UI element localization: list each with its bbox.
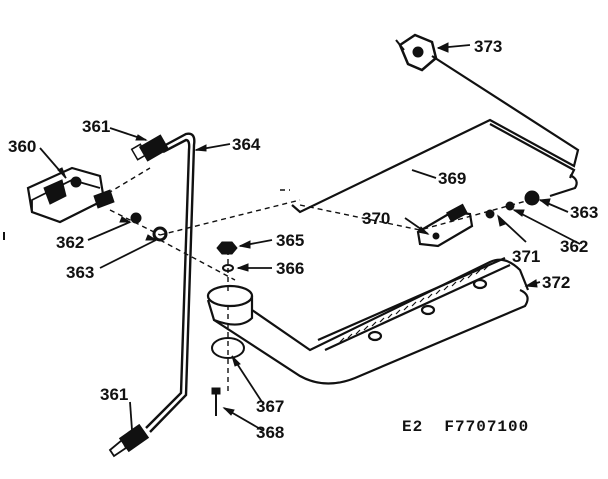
right-small-hardware [485, 190, 540, 219]
thermostat-bulb-clip-icon [395, 33, 438, 72]
callout-labels: 360 361 361 362 362 363 363 364 365 366 … [8, 37, 598, 442]
leader-lines [39, 44, 581, 431]
burner-valve-assembly-icon [26, 166, 115, 224]
gas-tube-icon [145, 132, 196, 433]
label-364: 364 [232, 135, 261, 154]
left-small-hardware [130, 212, 168, 242]
label-363-right: 363 [570, 203, 598, 222]
label-366: 366 [276, 259, 304, 278]
small-nut-right-362-icon [505, 201, 515, 211]
thermocouple-line-icon [291, 55, 580, 214]
label-372: 372 [542, 273, 570, 292]
label-373: 373 [474, 37, 502, 56]
tube-fitting-top-icon [130, 134, 170, 162]
assembly-dashed-lines [99, 167, 531, 395]
leader-arrowheads [57, 42, 551, 416]
tube-fitting-bottom-icon [108, 423, 150, 458]
washer-icon [222, 264, 234, 272]
burner-tube-icon [206, 256, 530, 385]
burner-port-row [339, 265, 489, 343]
label-363-left: 363 [66, 263, 94, 282]
small-nut-left-icon [130, 212, 142, 224]
small-nut-right-371-icon [485, 209, 495, 219]
label-365: 365 [276, 231, 304, 250]
diagram-code: E2 F7707100 [402, 418, 529, 436]
bracket-icon [416, 203, 474, 248]
label-362-left: 362 [56, 233, 84, 252]
label-360: 360 [8, 137, 36, 156]
label-370: 370 [362, 209, 390, 228]
label-369: 369 [438, 169, 466, 188]
label-367: 367 [256, 397, 284, 416]
ferrule-left-icon [152, 226, 168, 242]
label-361-bottom: 361 [100, 385, 128, 404]
label-368: 368 [256, 423, 284, 442]
label-371: 371 [512, 247, 540, 266]
screw-icon [211, 387, 221, 416]
ferrule-right-icon [524, 190, 540, 206]
spacer-icon [211, 337, 245, 359]
hex-nut-icon [216, 241, 238, 255]
label-361-top: 361 [82, 117, 110, 136]
label-362-right: 362 [560, 237, 588, 256]
